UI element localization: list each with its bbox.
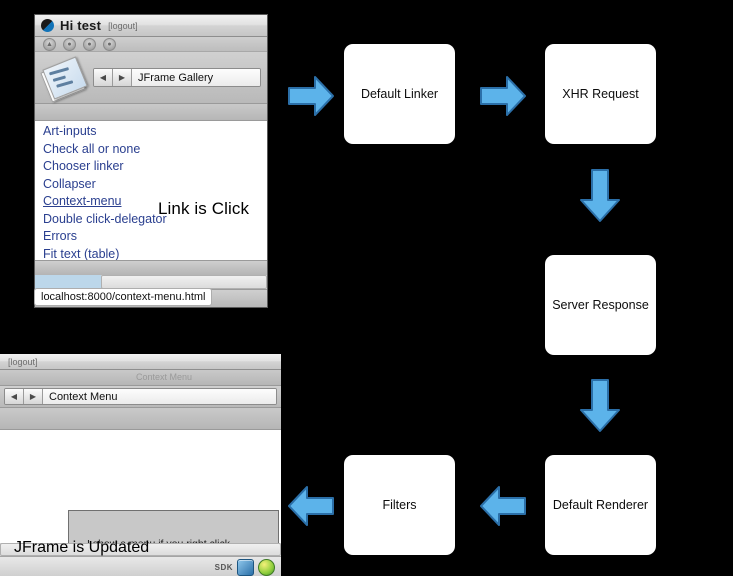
- sdk-browser-icon[interactable]: [237, 559, 254, 576]
- flow-node-default-linker[interactable]: Default Linker: [344, 44, 455, 144]
- gallery-page-content: Art-inputs Check all or none Chooser lin…: [35, 121, 267, 260]
- home-icon[interactable]: ▲: [43, 38, 56, 51]
- back-button[interactable]: ◀: [94, 69, 113, 86]
- context-sdk-bar: SDK: [0, 556, 281, 576]
- flow-node-filters[interactable]: Filters: [344, 455, 455, 555]
- arrow-filters-out-icon: [288, 486, 334, 526]
- context-menu-demo-panel[interactable]: I show a menu if you right click anywher…: [68, 510, 279, 543]
- scrollbar-corner: [35, 275, 101, 289]
- context-navbar[interactable]: ◀ ▶ Context Menu: [4, 388, 277, 405]
- gallery-link[interactable]: Collapser: [43, 176, 96, 191]
- gallery-button-row: ▲ ● ● ●: [35, 37, 267, 52]
- arrow-renderer-to-filters-icon: [480, 486, 526, 526]
- info-icon[interactable]: ●: [83, 38, 96, 51]
- arrow-xhr-to-server-response-icon: [580, 169, 620, 222]
- gallery-link[interactable]: Chooser linker: [43, 159, 124, 173]
- gallery-link[interactable]: Fit text (table): [43, 246, 120, 261]
- arrow-into-default-linker-icon: [288, 76, 334, 116]
- jframe-updated-annotation: JFrame is Updated: [14, 539, 150, 556]
- gallery-toolbar: ◀ ▶ JFrame Gallery: [35, 52, 267, 104]
- context-window-title: Context Menu: [136, 372, 193, 382]
- greeting-label: Hi test: [60, 18, 102, 33]
- horizontal-scrollbar[interactable]: [0, 543, 281, 556]
- panel-text-before-link: I show a menu if you right click anywher…: [87, 538, 242, 543]
- gallery-status-strip: [35, 260, 267, 275]
- logout-link[interactable]: [logout]: [8, 356, 38, 367]
- context-page-content: I show a menu if you right click anywher…: [0, 430, 281, 543]
- gallery-link-list[interactable]: Art-inputs Check all or none Chooser lin…: [35, 121, 267, 260]
- context-faded-title-strip: Context Menu: [0, 370, 281, 386]
- arrow-linker-to-xhr-icon: [480, 76, 526, 116]
- gallery-link[interactable]: Check all or none: [43, 141, 141, 156]
- context-navbar-row: ◀ ▶ Context Menu: [0, 386, 281, 408]
- gallery-link-context-menu[interactable]: Context-menu: [43, 194, 122, 208]
- gallery-navbar[interactable]: ◀ ▶ JFrame Gallery: [93, 68, 261, 87]
- gallery-toolbar-spacer: [35, 104, 267, 121]
- status-url-tooltip: localhost:8000/context-menu.html: [34, 288, 213, 306]
- link-is-click-annotation: Link is Click: [158, 199, 250, 218]
- gallery-link[interactable]: Art-inputs: [43, 124, 97, 138]
- gallery-link[interactable]: Errors: [43, 229, 78, 243]
- context-scrollbar-row[interactable]: [0, 543, 281, 556]
- flow-node-xhr-request[interactable]: XHR Request: [545, 44, 656, 144]
- gallery-link[interactable]: Double click-delegator: [43, 211, 167, 226]
- arrow-server-response-to-renderer-icon: [580, 379, 620, 432]
- gallery-titlebar: Hi test [logout]: [35, 15, 267, 37]
- logout-link[interactable]: [logout]: [108, 20, 138, 31]
- forward-button[interactable]: ▶: [113, 69, 132, 86]
- back-button[interactable]: ◀: [5, 389, 24, 404]
- gallery-scrollbar-row[interactable]: [35, 275, 267, 289]
- gallery-nav-title: JFrame Gallery: [132, 69, 260, 86]
- sdk-refresh-icon[interactable]: [258, 559, 275, 576]
- architecture-flow-chart: Default Linker XHR Request Server Respon…: [281, 0, 733, 576]
- settings-icon[interactable]: ●: [103, 38, 116, 51]
- flow-node-default-renderer[interactable]: Default Renderer: [545, 455, 656, 555]
- sdk-label: SDK: [214, 563, 233, 572]
- flow-node-server-response[interactable]: Server Response: [545, 255, 656, 355]
- app-logo-icon: [41, 19, 54, 32]
- refresh-icon[interactable]: ●: [63, 38, 76, 51]
- context-panel-text: I show a menu if you right click anywher…: [87, 537, 260, 543]
- gallery-photo-icon: [40, 55, 88, 103]
- context-menu-browser-window[interactable]: [logout] Context Menu ◀ ▶ Context Menu I…: [0, 354, 281, 576]
- horizontal-scrollbar[interactable]: [101, 275, 267, 289]
- context-nav-title: Context Menu: [43, 389, 276, 404]
- context-titlebar: [logout]: [0, 354, 281, 370]
- gallery-browser-window[interactable]: Hi test [logout] ▲ ● ● ● ◀ ▶ JFrame Gall…: [34, 14, 268, 308]
- forward-button[interactable]: ▶: [24, 389, 43, 404]
- context-toolbar-spacer: [0, 408, 281, 430]
